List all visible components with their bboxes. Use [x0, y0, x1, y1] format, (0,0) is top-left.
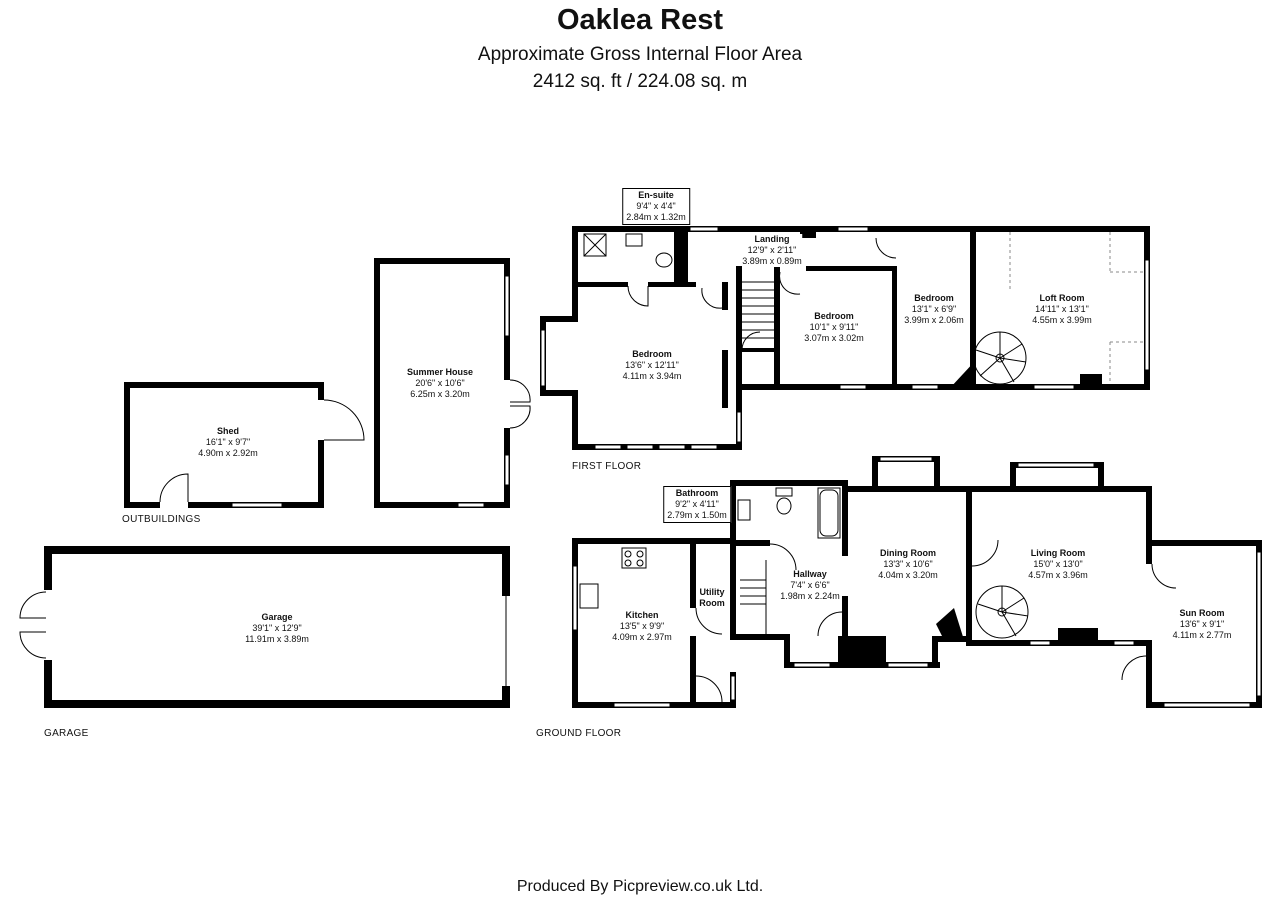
- producer-credit: Produced By Picpreview.co.uk Ltd.: [516, 878, 764, 895]
- page-title: Oaklea Rest: [556, 4, 724, 36]
- floor-area: 2412 sq. ft / 224.08 sq. m: [532, 71, 748, 92]
- page-subtitle: Approximate Gross Internal Floor Area: [477, 44, 803, 65]
- first-floor-label: FIRST FLOOR: [572, 461, 642, 472]
- shed-plan: [124, 382, 365, 509]
- first-floor-plan: [540, 226, 1150, 450]
- ground-floor-label: GROUND FLOOR: [536, 728, 622, 739]
- garage-section-label: GARAGE: [44, 728, 89, 739]
- room-label-utility-room: Utility Room: [699, 587, 725, 608]
- garage-plan: [19, 546, 511, 708]
- outbuildings-label: OUTBUILDINGS: [122, 514, 201, 525]
- summer-house-plan: [374, 258, 531, 508]
- ground-floor-plan: [572, 456, 1262, 708]
